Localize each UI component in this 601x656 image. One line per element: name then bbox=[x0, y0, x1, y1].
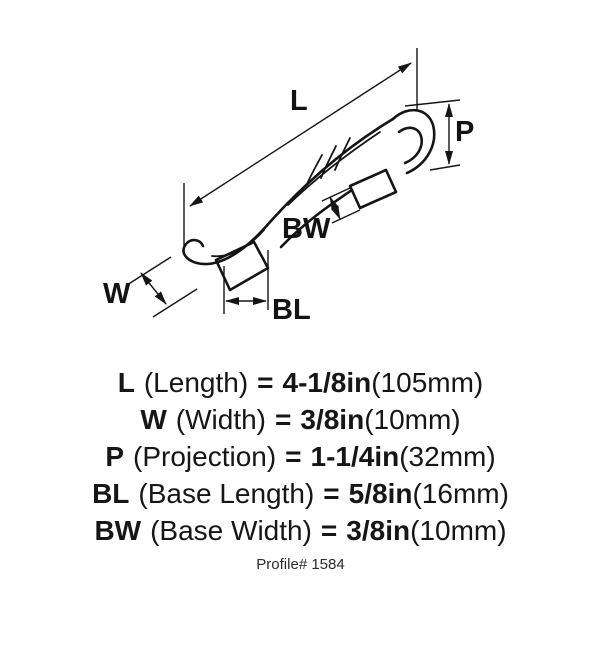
spec-value: 3/8in bbox=[346, 514, 411, 546]
handle-twist-line-3 bbox=[306, 154, 323, 185]
dim-W-ext-1 bbox=[126, 256, 172, 286]
spec-equals: = bbox=[323, 477, 340, 509]
spec-metric: (10mm) bbox=[410, 514, 507, 546]
handle-right-hook-inner bbox=[397, 126, 423, 165]
technical-drawing: L P W BL BW bbox=[103, 48, 474, 326]
spec-line-width: W (Width) = 3/8in (10mm) bbox=[0, 401, 601, 438]
dim-label-BW: BW bbox=[282, 213, 331, 245]
spec-equals: = bbox=[285, 440, 302, 472]
spec-value: 3/8in bbox=[300, 403, 365, 435]
handle-bar-top bbox=[268, 117, 395, 224]
spec-line-base-length: BL (Base Length) = 5/8in (16mm) bbox=[0, 475, 601, 512]
profile-number: Profile# 1584 bbox=[256, 556, 345, 573]
spec-code: BW bbox=[94, 514, 142, 546]
dim-W-ext-2 bbox=[152, 288, 198, 318]
spec-value: 4-1/8in bbox=[282, 366, 372, 398]
spec-desc: (Width) bbox=[175, 403, 267, 435]
spec-equals: = bbox=[275, 403, 292, 435]
handle-right-foot bbox=[348, 168, 398, 210]
spec-desc: (Base Width) bbox=[150, 514, 312, 546]
dim-BW-line bbox=[329, 196, 341, 220]
handle-left-scroll bbox=[182, 220, 272, 266]
handle-bar-contour bbox=[287, 131, 381, 206]
dim-P-ext-bottom bbox=[429, 164, 461, 171]
spec-equals: = bbox=[257, 366, 274, 398]
dim-label-BL: BL bbox=[272, 294, 311, 326]
handle-right-hook bbox=[391, 108, 436, 175]
spec-metric: (32mm) bbox=[399, 440, 496, 472]
spec-line-projection: P (Projection) = 1-1/4in (32mm) bbox=[0, 438, 601, 475]
dim-BW-ext-1 bbox=[321, 187, 351, 202]
dim-label-P: P bbox=[455, 116, 474, 148]
dim-label-W: W bbox=[103, 278, 131, 310]
dimension-annotations bbox=[126, 48, 461, 318]
spec-value: 1-1/4in bbox=[310, 440, 400, 472]
spec-code: W bbox=[140, 403, 167, 435]
spec-metric: (10mm) bbox=[364, 403, 461, 435]
dim-W-line bbox=[140, 272, 167, 305]
handle-diagram-svg: L P W BL BW bbox=[103, 48, 474, 326]
dim-P-ext-top bbox=[404, 99, 461, 107]
spec-code: L bbox=[117, 366, 135, 398]
spec-line-length: L (Length) = 4-1/8in (105mm) bbox=[0, 364, 601, 401]
spec-desc: (Length) bbox=[143, 366, 249, 398]
dim-label-L: L bbox=[290, 85, 308, 117]
spec-line-base-width: BW (Base Width) = 3/8in (10mm) bbox=[0, 512, 601, 549]
spec-desc: (Projection) bbox=[133, 440, 277, 472]
spec-metric: (105mm) bbox=[371, 366, 484, 398]
spec-value: 5/8in bbox=[348, 477, 413, 509]
handle-artwork bbox=[182, 108, 436, 292]
spec-metric: (16mm) bbox=[412, 477, 509, 509]
spec-equals: = bbox=[320, 514, 338, 546]
dim-L-line bbox=[189, 62, 412, 207]
spec-desc: (Base Length) bbox=[138, 477, 315, 509]
spec-code: BL bbox=[92, 477, 130, 509]
dim-BW-ext-2 bbox=[331, 209, 361, 224]
dimension-spec-list: L (Length) = 4-1/8in (105mm) W (Width) =… bbox=[0, 364, 601, 549]
spec-code: P bbox=[105, 440, 124, 472]
